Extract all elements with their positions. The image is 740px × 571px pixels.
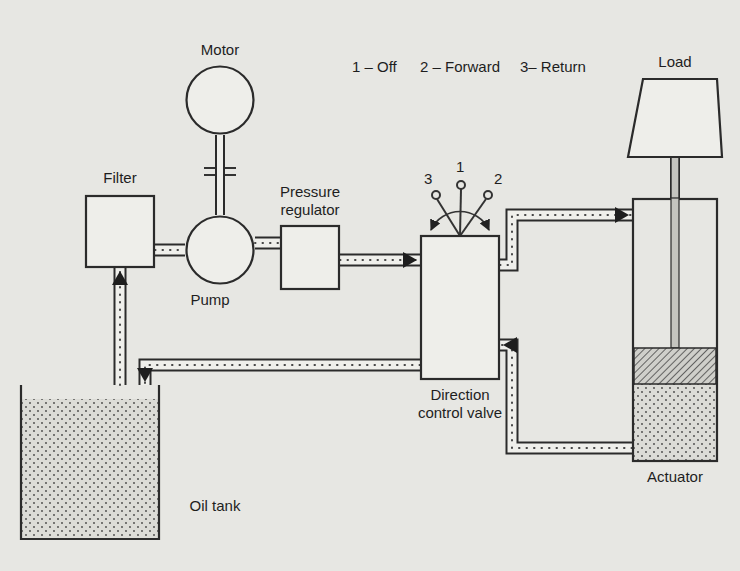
component-label: Filter — [60, 169, 180, 187]
component-label: Pressure regulator — [260, 183, 360, 219]
direction-control-valve: Direction control valve — [420, 235, 500, 380]
valve-lever — [431, 181, 492, 236]
filter-outline — [85, 195, 155, 268]
position-key: 3– Return — [520, 58, 586, 76]
component-label: Load — [627, 53, 723, 71]
component-label: Pump — [165, 291, 255, 309]
rod-connector — [675, 158, 676, 198]
position-key: 1 – Off — [352, 58, 397, 76]
pipe-connector — [500, 337, 632, 448]
lever-position-number: 1 — [456, 158, 464, 176]
actuator-outline — [632, 198, 718, 462]
load: Load — [627, 78, 723, 158]
pressure-regulator-outline — [280, 225, 340, 290]
pump-outline — [185, 215, 255, 285]
lever-position-number: 3 — [424, 170, 432, 188]
pump: Pump — [185, 215, 255, 285]
shaft-connector — [220, 135, 221, 215]
position-key: 2 – Forward — [420, 58, 500, 76]
pipe-connector — [137, 365, 420, 385]
lever-position-number: 2 — [494, 170, 502, 188]
component-label: Actuator — [622, 468, 728, 486]
pipe-connector — [155, 250, 185, 251]
pipe-connector — [255, 243, 280, 244]
component-label: Oil tank — [170, 497, 260, 515]
actuator: Actuator — [632, 198, 718, 462]
pipe-connector — [112, 268, 128, 385]
direction-control-valve-outline — [420, 235, 500, 380]
motor-outline — [185, 65, 255, 135]
component-label: Direction control valve — [410, 386, 510, 422]
component-label: Motor — [160, 41, 280, 59]
pipe-connector — [500, 207, 632, 265]
load-outline — [627, 78, 723, 158]
pressure-regulator: Pressure regulator — [280, 225, 340, 290]
oil-tank: Oil tank — [20, 385, 160, 540]
oil-tank-outline — [20, 385, 160, 540]
filter: Filter — [85, 195, 155, 268]
pipe-connector — [340, 252, 420, 268]
motor: Motor — [185, 65, 255, 135]
